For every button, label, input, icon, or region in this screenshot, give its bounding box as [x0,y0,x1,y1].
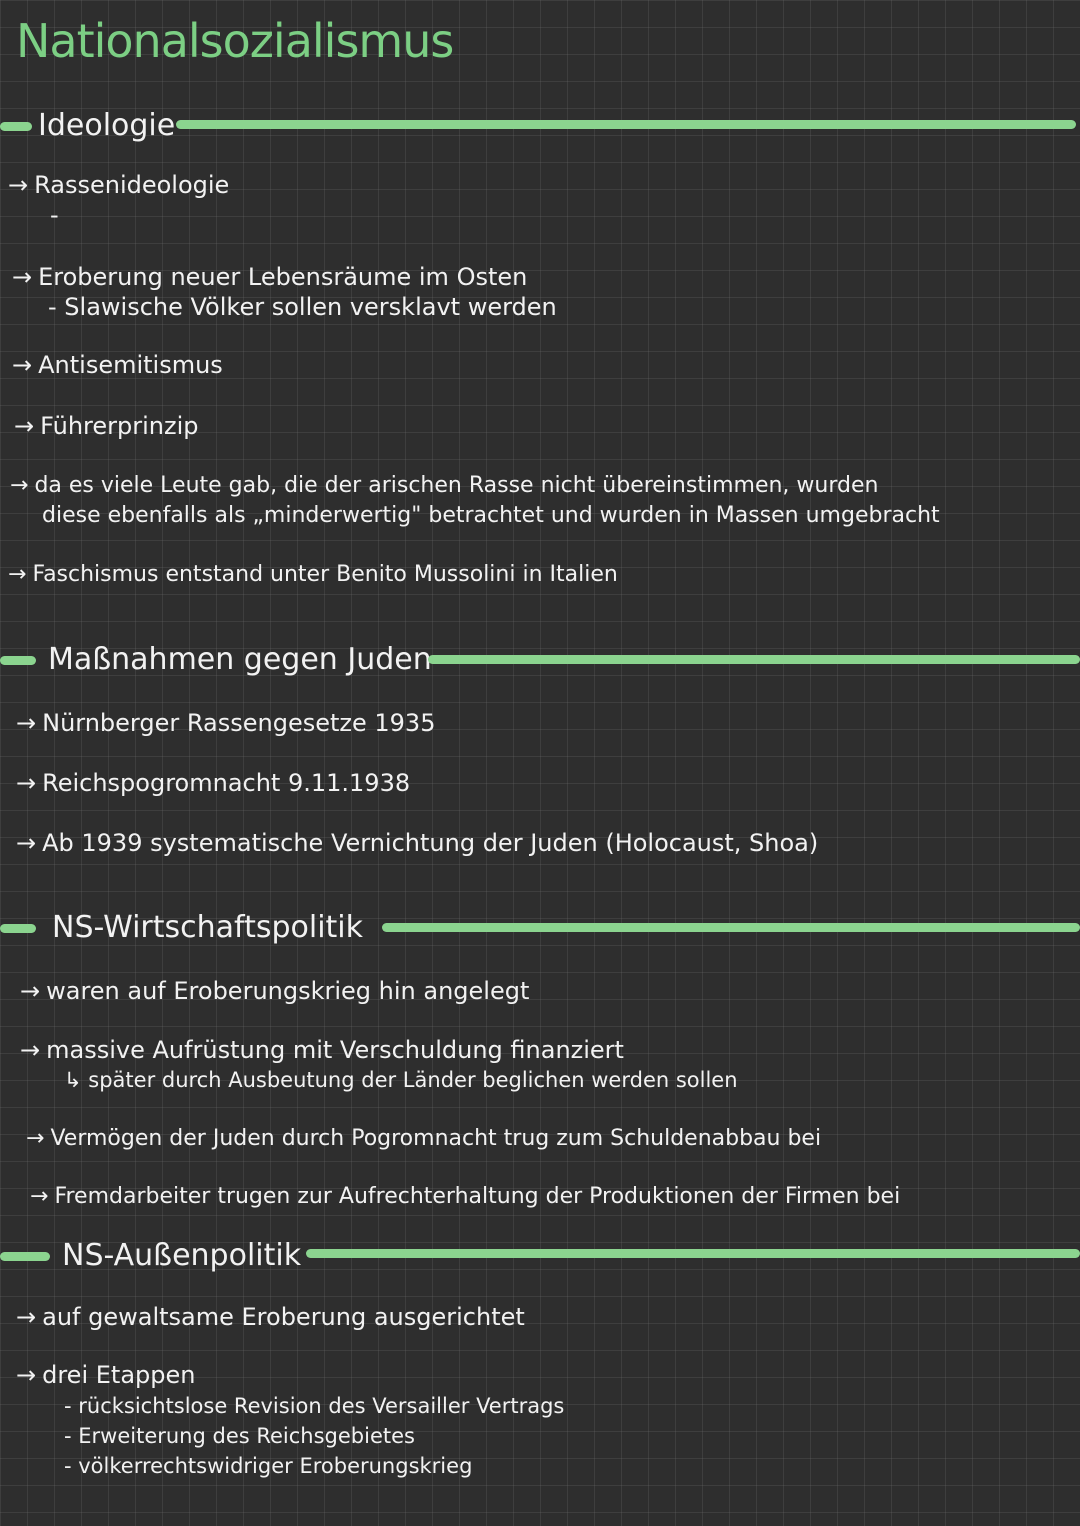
list-subitem: - rücksichtslose Revision des Versailler… [64,1394,565,1418]
section-title-wirtschaft: NS-Wirtschaftspolitik [52,910,364,945]
arrow-icon: → [30,1184,49,1209]
section-header-aussen: NS-Außenpolitik [0,1236,1080,1276]
section-title-ideologie: Ideologie [38,108,176,143]
section-title-aussen: NS-Außenpolitik [62,1238,302,1273]
arrow-icon: → [14,412,35,440]
list-item: →Nürnberger Rassengesetze 1935 [16,709,436,737]
arrow-icon: → [8,562,27,587]
list-subitem: - [50,201,59,229]
section-header-juden: Maßnahmen gegen Juden [0,640,1080,680]
list-item: →Führerprinzip [14,412,199,440]
arrow-icon: → [16,1361,37,1389]
arrow-icon: → [16,769,37,797]
arrow-icon: → [16,709,37,737]
page-title: Nationalsozialismus [16,14,454,68]
header-rule-right [428,655,1080,664]
arrow-icon: → [20,1036,41,1064]
list-item: →Eroberung neuer Lebensräume im Osten [12,263,528,291]
arrow-icon: → [16,1303,37,1331]
header-rule-left [0,122,32,131]
list-item: →Ab 1939 systematische Vernichtung der J… [16,829,819,857]
section-header-wirtschaft: NS-Wirtschaftspolitik [0,908,1080,948]
header-rule-right [306,1249,1080,1258]
list-item: →Fremdarbeiter trugen zur Aufrechterhalt… [30,1184,901,1209]
section-header-ideologie: Ideologie [0,106,1080,146]
arrow-icon: → [12,263,33,291]
list-item: →waren auf Eroberungskrieg hin angelegt [20,977,530,1005]
list-item: →Antisemitismus [12,351,223,379]
header-rule-left [0,924,36,933]
arrow-icon: → [16,829,37,857]
list-item: →Reichspogromnacht 9.11.1938 [16,769,411,797]
header-rule-right [176,120,1076,129]
arrow-icon: → [26,1126,45,1151]
header-rule-left [0,1252,50,1261]
list-item: →da es viele Leute gab, die der arischen… [10,473,879,498]
arrow-icon: → [8,171,29,199]
list-item: →drei Etappen [16,1361,196,1389]
arrow-icon: → [12,351,33,379]
list-subitem: ↳ später durch Ausbeutung der Länder beg… [64,1068,738,1092]
list-item: →massive Aufrüstung mit Verschuldung fin… [20,1036,624,1064]
list-item: →Rassenideologie [8,171,230,199]
list-subitem: - völkerrechtswidriger Eroberungskrieg [64,1454,473,1478]
arrow-icon: → [20,977,41,1005]
list-item: →Faschismus entstand unter Benito Mussol… [8,562,618,587]
header-rule-left [0,656,36,665]
arrow-icon: → [10,473,29,498]
list-subitem: - Slawische Völker sollen versklavt werd… [48,293,557,321]
list-subitem: - Erweiterung des Reichsgebietes [64,1424,415,1448]
list-item: →Vermögen der Juden durch Pogromnacht tr… [26,1126,822,1151]
section-title-juden: Maßnahmen gegen Juden [48,642,432,677]
header-rule-right [382,923,1080,932]
list-item-continued: diese ebenfalls als „minderwertig" betra… [42,503,940,528]
list-item: →auf gewaltsame Eroberung ausgerichtet [16,1303,525,1331]
